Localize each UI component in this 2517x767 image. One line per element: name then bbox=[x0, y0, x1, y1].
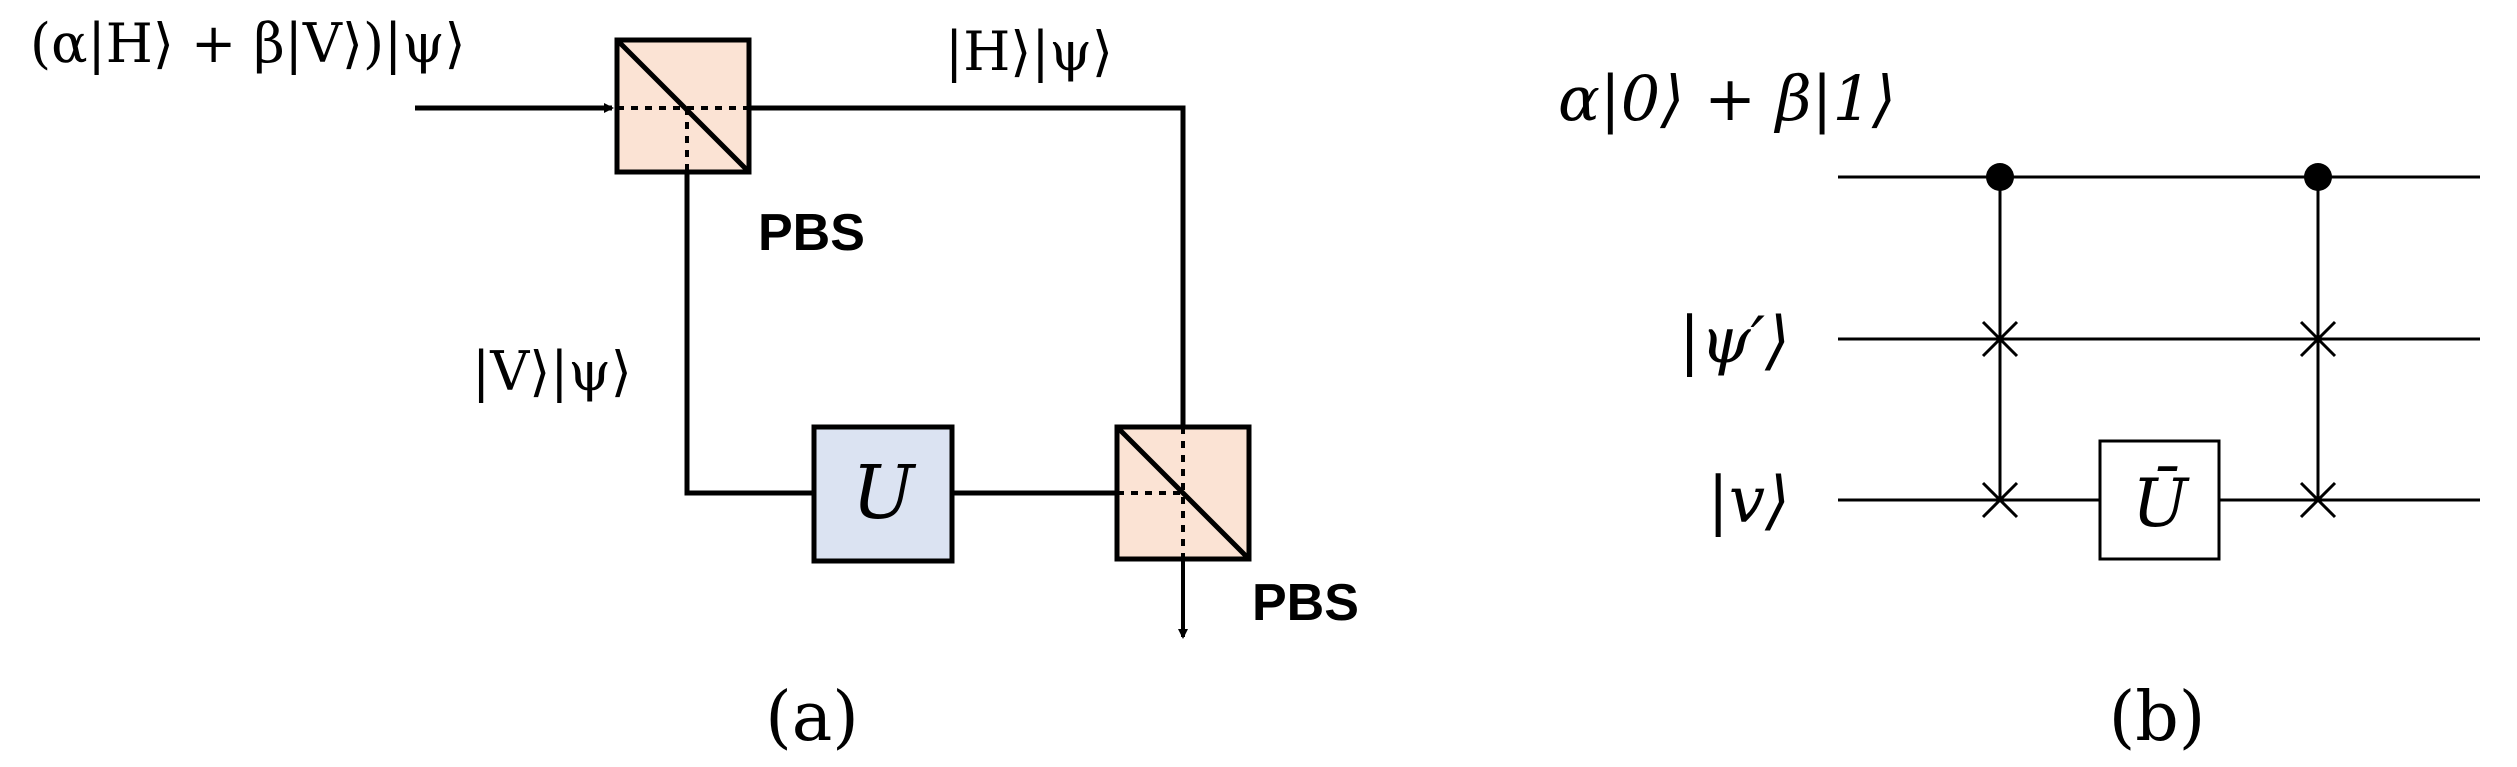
control-dot bbox=[2304, 163, 2332, 191]
input-state-label: (α|H⟩ + β|V⟩)|ψ⟩ bbox=[30, 12, 466, 75]
caption-a: (a) bbox=[765, 678, 859, 757]
control-dot bbox=[1986, 163, 2014, 191]
v-path-label: |V⟩|ψ⟩ bbox=[472, 340, 632, 403]
psi-prime-label: |ψ′⟩ bbox=[1679, 304, 1790, 378]
panel-a: PBS U PBS (α|H⟩ + β|V⟩)|ψ⟩ |H⟩|ψ⟩ |V⟩|ψ⟩… bbox=[30, 12, 1359, 757]
control-state-label: α|0⟩ + β|1⟩ bbox=[1558, 62, 1896, 135]
pbs-1-label: PBS bbox=[758, 204, 865, 262]
h-path-beam bbox=[750, 105, 1186, 428]
swap-cross-icon bbox=[1981, 320, 2019, 519]
pbs-2 bbox=[1114, 424, 1252, 562]
controlled-swap-2 bbox=[2299, 163, 2337, 519]
u-bar-gate: Ū bbox=[2098, 439, 2221, 561]
unitary-u-box: U bbox=[811, 424, 955, 564]
panel-b: Ū α|0⟩ + β|1⟩ |ψ′⟩ |v⟩ (b) bbox=[1558, 62, 2480, 757]
v-label: |v⟩ bbox=[1707, 464, 1790, 538]
u-bar-label: Ū bbox=[2132, 465, 2190, 542]
pbs-2-label: PBS bbox=[1252, 574, 1359, 632]
v-path-beam bbox=[684, 172, 814, 496]
h-path-label: |H⟩|ψ⟩ bbox=[945, 20, 1113, 83]
controlled-swap-1 bbox=[1981, 163, 2019, 519]
unitary-u-label: U bbox=[852, 450, 917, 536]
caption-b: (b) bbox=[2109, 678, 2206, 757]
swap-cross-icon bbox=[2299, 320, 2337, 519]
pbs-1 bbox=[614, 37, 752, 175]
